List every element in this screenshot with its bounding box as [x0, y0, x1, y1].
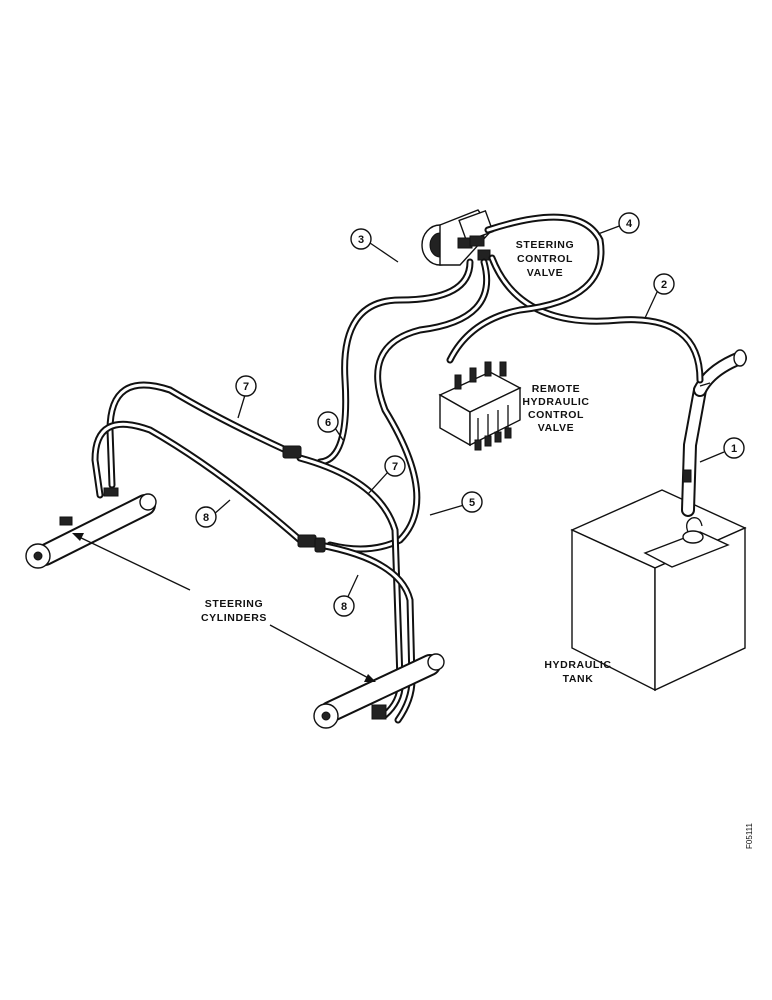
svg-text:8: 8: [341, 601, 347, 613]
steering-cylinder-right: [313, 653, 445, 729]
svg-text:HYDRAULIC: HYDRAULIC: [522, 396, 589, 408]
svg-text:7: 7: [243, 381, 249, 393]
steering-control-valve: [421, 209, 494, 266]
callout-8-lower: 8: [333, 595, 355, 617]
figure-id: F05111: [745, 822, 754, 848]
label-remote-hydraulic-control-valve: REMOTE HYDRAULIC CONTROL VALVE: [522, 383, 589, 434]
callout-7-upper: 7: [235, 375, 257, 397]
label-steering-cylinders: STEERING CYLINDERS: [201, 598, 267, 624]
hydraulic-tank: [570, 489, 747, 692]
callout-4: 4: [618, 212, 640, 234]
svg-text:VALVE: VALVE: [527, 267, 563, 279]
svg-text:STEERING: STEERING: [516, 239, 574, 251]
callout-7-lower: 7: [384, 455, 406, 477]
svg-text:2: 2: [661, 279, 667, 291]
suction-pipe: [681, 349, 747, 517]
label-steering-control-valve: STEERING CONTROL VALVE: [516, 239, 574, 279]
svg-text:CYLINDERS: CYLINDERS: [201, 612, 267, 624]
remote-hydraulic-control-valve: [438, 361, 522, 451]
svg-text:6: 6: [325, 417, 331, 429]
svg-text:8: 8: [203, 512, 209, 524]
svg-text:3: 3: [358, 234, 364, 246]
callout-5: 5: [461, 491, 483, 513]
svg-text:CONTROL: CONTROL: [517, 253, 573, 265]
svg-text:STEERING: STEERING: [205, 598, 263, 610]
callout-8-upper: 8: [195, 506, 217, 528]
svg-text:TANK: TANK: [563, 673, 594, 685]
callout-3: 3: [350, 228, 372, 250]
callout-1: 1: [723, 437, 745, 459]
hoses: [91, 213, 704, 724]
svg-text:CONTROL: CONTROL: [528, 409, 584, 421]
svg-text:5: 5: [469, 497, 475, 509]
svg-text:1: 1: [731, 443, 737, 455]
steering-cylinder-left: [25, 487, 157, 569]
callout-6: 6: [317, 411, 339, 433]
svg-text:VALVE: VALVE: [538, 422, 574, 434]
svg-text:HYDRAULIC: HYDRAULIC: [544, 659, 611, 671]
svg-text:7: 7: [392, 461, 398, 473]
svg-text:4: 4: [626, 218, 633, 230]
label-hydraulic-tank: HYDRAULIC TANK: [544, 659, 611, 685]
svg-text:REMOTE: REMOTE: [532, 383, 581, 395]
callout-2: 2: [653, 273, 675, 295]
